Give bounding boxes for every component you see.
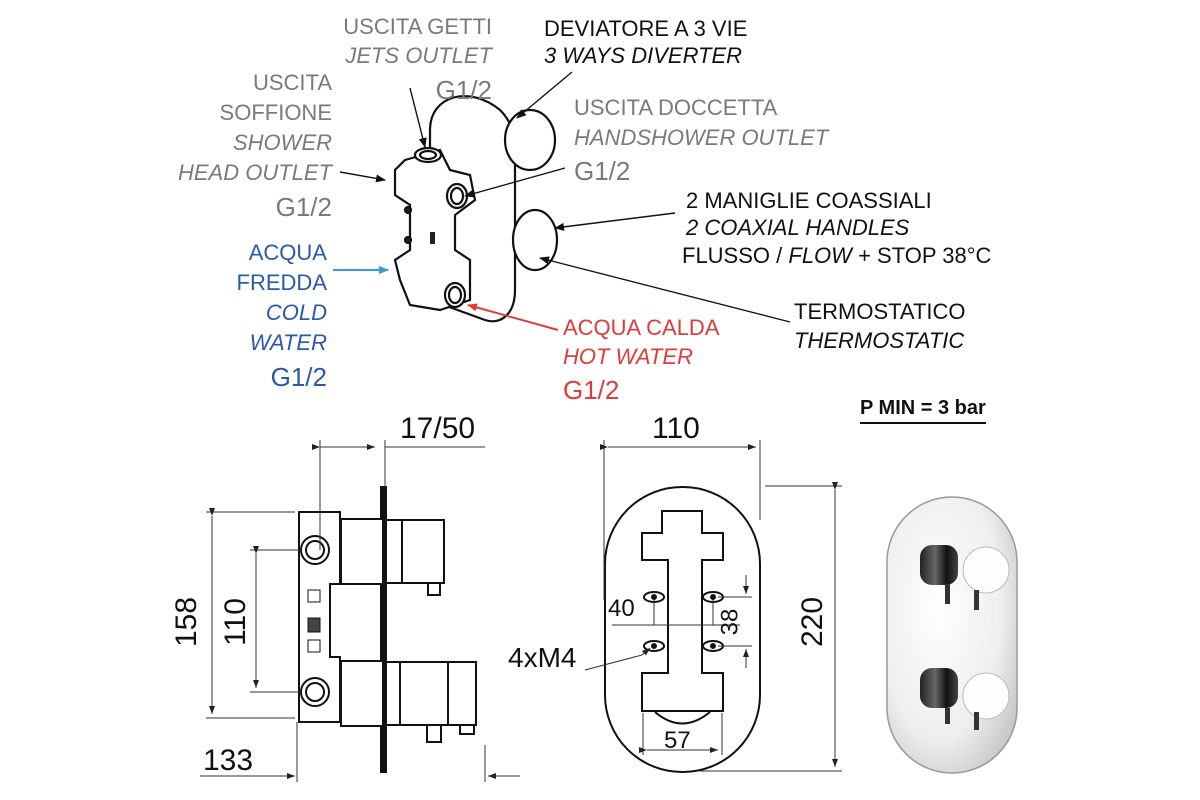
shower-head-label-en1: SHOWER <box>233 130 332 155</box>
valve-3d-sketch <box>393 95 559 323</box>
hot-water-size: G1/2 <box>563 375 620 405</box>
dim-side-top: 17/50 <box>400 412 476 445</box>
product-photo <box>886 496 1018 774</box>
jets-outlet-label-en: JETS OUTLET <box>345 43 492 68</box>
handshower-size: G1/2 <box>574 156 631 186</box>
min-pressure-label: P MIN = 3 bar <box>860 398 986 424</box>
hot-water-label-it: ACQUA CALDA <box>563 315 720 340</box>
jets-outlet-label-it: USCITA GETTI <box>343 14 492 39</box>
flow-label-en: FLOW <box>788 243 852 268</box>
dim-body-width: 57 <box>664 727 691 754</box>
shower-head-label-it1: USCITA <box>252 70 332 95</box>
dim-front-height: 220 <box>796 596 830 648</box>
side-view-dimension-lines <box>200 440 520 782</box>
handles-flow-line: FLUSSO / FLOW + STOP 38°C <box>682 245 991 267</box>
dim-front-width: 110 <box>652 412 700 445</box>
diverter-label-en: 3 WAYS DIVERTER <box>544 43 743 68</box>
diverter-label-it: DEVIATORE A 3 VIE <box>544 16 748 41</box>
handshower-label-en: HANDSHOWER OUTLET <box>574 125 829 150</box>
cold-water-label-it1: ACQUA <box>248 240 327 265</box>
stop-label: + STOP 38°C <box>858 243 992 268</box>
dim-screws: 4xM4 <box>508 642 577 673</box>
dim-hole-horizontal: 40 <box>608 595 635 622</box>
flow-label-it: FLUSSO / <box>682 243 783 268</box>
front-view-drawing <box>604 486 761 773</box>
cold-water-label-it2: FREDDA <box>236 270 327 295</box>
jets-outlet-size: G1/2 <box>435 75 492 105</box>
hot-water-label-en: HOT WATER <box>563 344 693 369</box>
handles-label-en: 2 COAXIAL HANDLES <box>686 215 910 240</box>
shower-head-size: G1/2 <box>275 192 332 222</box>
thermostatic-label-en: THERMOSTATIC <box>794 328 965 353</box>
cold-water-size: G1/2 <box>270 362 327 392</box>
dim-side-height-outer: 158 <box>170 596 204 648</box>
dim-side-depth: 133 <box>203 744 254 777</box>
annotation-arrows <box>333 71 791 331</box>
dim-side-height-inner: 110 <box>218 598 252 646</box>
handles-label-it: 2 MANIGLIE COASSIALI <box>686 188 932 213</box>
shower-head-label-en2: HEAD OUTLET <box>177 160 332 185</box>
thermostatic-label-it: TERMOSTATICO <box>794 299 966 324</box>
cold-water-label-en2: WATER <box>249 330 327 355</box>
cold-water-label-en1: COLD <box>265 300 327 325</box>
handshower-label-it: USCITA DOCCETTA <box>574 95 778 120</box>
side-view-drawing <box>298 486 477 773</box>
front-view-dimension-lines <box>584 440 842 772</box>
shower-head-label-it2: SOFFIONE <box>219 100 332 125</box>
dim-hole-vertical: 38 <box>716 608 744 636</box>
